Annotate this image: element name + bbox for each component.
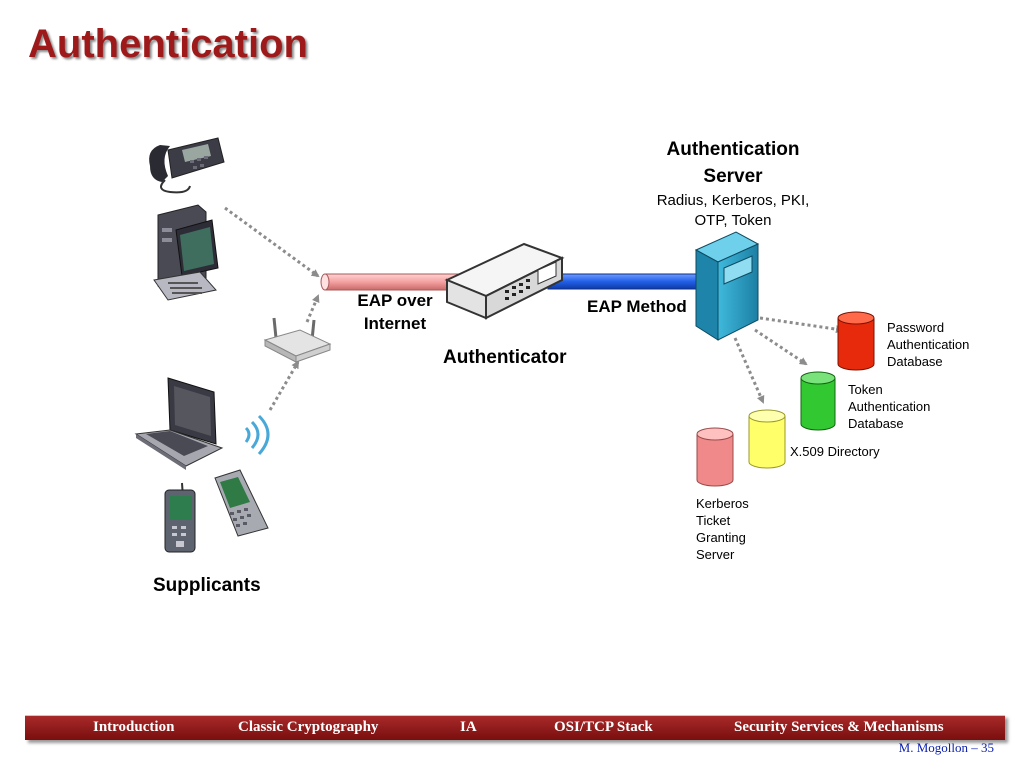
pda-icon <box>164 482 196 553</box>
footer-author-page: M. Mogollon – 35 <box>898 740 994 755</box>
database-cylinder-icon <box>696 311 875 487</box>
ip-phone-icon <box>149 137 225 194</box>
nav-item-ia[interactable]: IA <box>460 719 477 735</box>
password-db-label-line2: Authentication <box>887 337 970 352</box>
eap-over-label-line2: Internet <box>363 314 427 333</box>
password-db-cylinder <box>837 311 875 371</box>
nav-bar: Introduction Classic Cryptography IA OSI… <box>25 715 1005 740</box>
kerberos-tgs-label-line1: Kerberos <box>696 496 749 511</box>
password-db-label: Password Authentication Database <box>887 319 969 370</box>
laptop-icon <box>134 377 224 470</box>
password-db-label-line3: Database <box>887 354 943 369</box>
token-db-label-line1: Token <box>848 382 883 397</box>
server-protocols-line1: Radius, Kerberos, PKI, <box>656 192 810 209</box>
x509-directory-cylinder <box>748 409 786 469</box>
desktop-computer-icon <box>153 204 219 301</box>
server-title-line2: Server <box>703 166 763 187</box>
slide-title: Authentication <box>28 22 308 66</box>
network-switch-icon <box>444 242 565 320</box>
server-title-line1: Authentication <box>666 139 800 160</box>
server-tower-icon <box>694 231 760 341</box>
kerberos-tgs-label: Kerberos Ticket Granting Server <box>696 495 749 563</box>
server-protocols-line2: OTP, Token <box>694 212 772 229</box>
nav-item-security-services[interactable]: Security Services & Mechanisms <box>734 719 944 735</box>
token-db-label: Token Authentication Database <box>848 381 930 432</box>
connection-arrows <box>224 206 844 411</box>
authenticator-label: Authenticator <box>443 347 567 368</box>
password-db-label-line1: Password <box>887 320 945 335</box>
supplicants-label: Supplicants <box>153 575 261 596</box>
nav-item-osi-tcp-stack[interactable]: OSI/TCP Stack <box>554 719 653 735</box>
token-db-cylinder <box>800 371 836 431</box>
smartphone-icon <box>214 469 269 537</box>
x509-directory-label: X.509 Directory <box>790 443 880 460</box>
kerberos-tgs-label-line4: Server <box>696 547 735 562</box>
wireless-signal-icon <box>244 414 270 456</box>
kerberos-tgs-cylinder <box>696 427 734 487</box>
nav-item-classic-cryptography[interactable]: Classic Cryptography <box>238 719 379 735</box>
kerberos-tgs-label-line2: Ticket <box>696 513 731 528</box>
eap-method-label: EAP Method <box>587 297 687 316</box>
x509-directory-label-line1: X.509 Directory <box>790 444 880 459</box>
eap-method-pipe <box>547 273 709 290</box>
token-db-label-line2: Authentication <box>848 399 931 414</box>
eap-over-label-line1: EAP over <box>357 291 433 310</box>
wireless-router-icon <box>263 317 332 363</box>
kerberos-tgs-label-line3: Granting <box>696 530 746 545</box>
nav-item-introduction[interactable]: Introduction <box>93 719 175 735</box>
token-db-label-line3: Database <box>848 416 904 431</box>
